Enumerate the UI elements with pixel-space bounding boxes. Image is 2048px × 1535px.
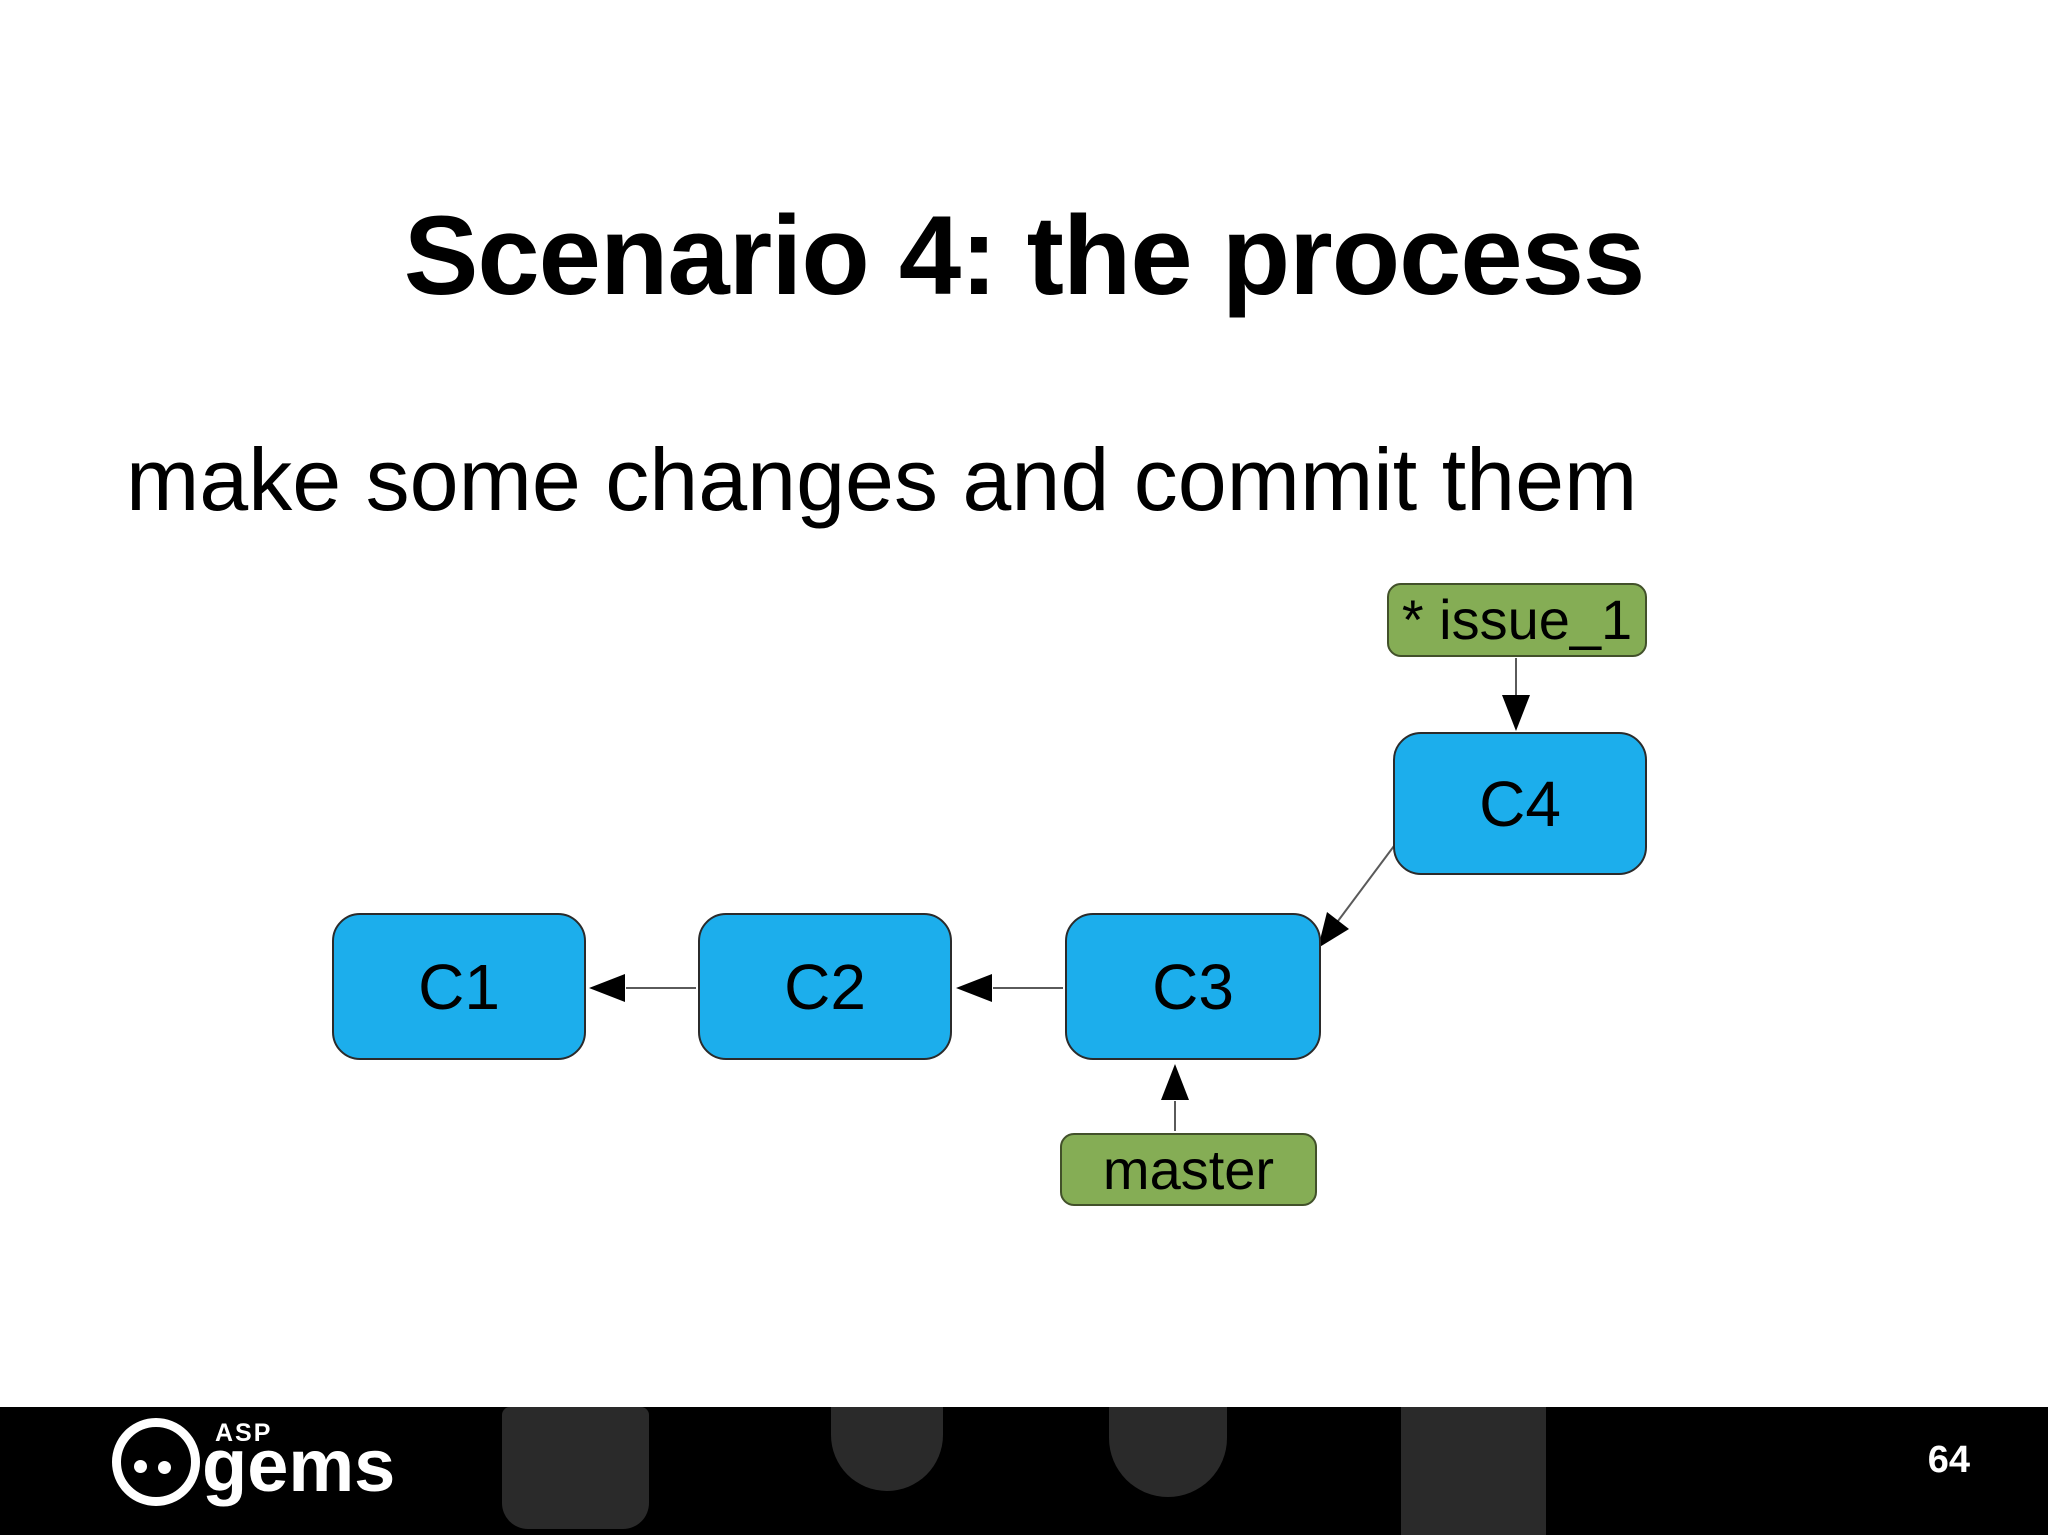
arrow-c4-to-c3: [1318, 845, 1395, 948]
branch-node-master-label: master: [1102, 1137, 1275, 1201]
footer-decoration-blob: [831, 1407, 943, 1491]
branch-node-master: master: [1060, 1133, 1317, 1206]
arrow-issue1-to-c4: [1502, 658, 1530, 731]
aspgems-smiley-icon: [112, 1418, 200, 1506]
footer-decoration-band: [502, 1407, 649, 1529]
commit-node-c4: C4: [1393, 732, 1647, 875]
commit-node-c3: C3: [1065, 913, 1321, 1060]
branch-node-issue1-label: * issue_1: [1401, 588, 1633, 651]
logo-gems-label: gems: [202, 1424, 396, 1507]
arrow-master-to-c3: [1161, 1064, 1189, 1131]
slide-subtitle: make some changes and commit them: [126, 430, 1638, 529]
smiley-eye-icon: [134, 1460, 147, 1473]
logo-asp-label: ASP: [215, 1419, 273, 1447]
smiley-eye-icon: [158, 1461, 171, 1474]
aspgems-logo: ASP gems: [0, 1407, 420, 1535]
commit-node-c3-label: C3: [1152, 950, 1234, 1023]
footer-decoration-blob: [1109, 1407, 1227, 1497]
page-number: 64: [1927, 1439, 1970, 1481]
footer-bar: ASP gems 64: [0, 1407, 2048, 1535]
commit-node-c4-label: C4: [1479, 767, 1561, 840]
commit-node-c2-label: C2: [784, 950, 866, 1023]
footer-decoration-band: [1401, 1407, 1546, 1535]
arrow-c3-to-c2: [956, 974, 1063, 1002]
commit-node-c2: C2: [698, 913, 952, 1060]
commit-node-c1-label: C1: [418, 950, 500, 1023]
arrow-c2-to-c1: [589, 974, 696, 1002]
branch-node-issue1: * issue_1: [1387, 583, 1647, 657]
commit-node-c1: C1: [332, 913, 586, 1060]
slide-title: Scenario 4: the process: [403, 193, 1646, 319]
